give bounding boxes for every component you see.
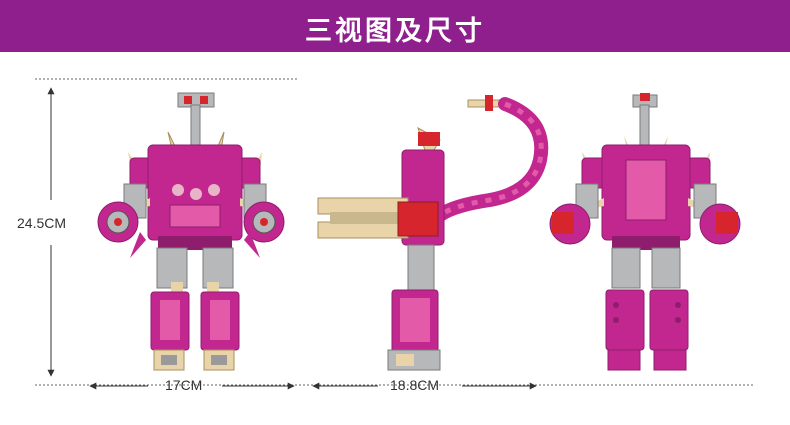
front-view-robot — [97, 92, 285, 371]
page-title: 三视图及尺寸 — [305, 16, 485, 47]
height-dimension-label: 24.5CM — [17, 215, 67, 231]
front-width-dimension-label: 17CM — [165, 377, 203, 393]
header-banner: 三视图及尺寸 — [0, 0, 790, 52]
side-width-dimension-label: 18.8CM — [390, 377, 440, 393]
side-view-robot — [317, 95, 549, 371]
back-view-robot — [549, 93, 741, 371]
